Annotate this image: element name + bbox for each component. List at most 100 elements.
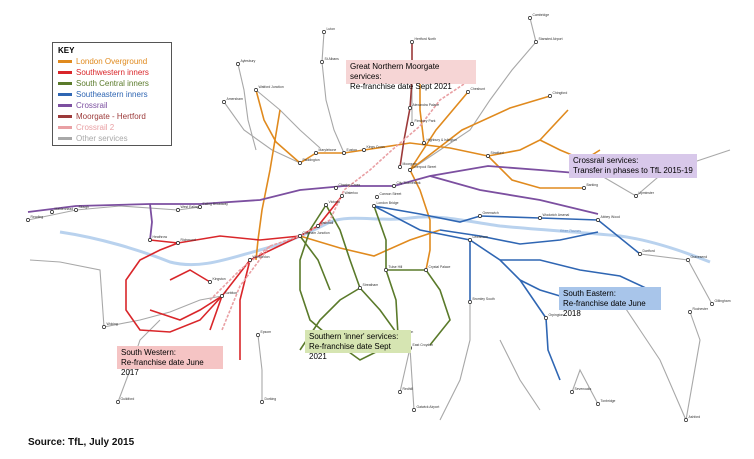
station-marker (320, 60, 324, 64)
station-label: St Albans (325, 57, 340, 61)
key-item: Crossrail 2 (58, 122, 166, 133)
station-label: Bromley South (473, 297, 495, 301)
southern-inner-callout-line2: Re-franchise date Sept 2021 (309, 342, 391, 361)
south-eastern-callout: South Eastern: Re-franchise date June 20… (559, 287, 661, 318)
station-marker (634, 194, 638, 198)
station-label: Gravesend (691, 255, 708, 259)
station-label: Streatham (363, 283, 379, 287)
south-eastern-callout-line2: Re-franchise date June 2018 (563, 299, 646, 318)
station-label: Aylesbury (241, 59, 256, 63)
station-label: Stratford (491, 151, 504, 155)
station-marker (74, 208, 78, 212)
station-marker (316, 224, 320, 228)
station-marker (256, 333, 260, 337)
station-marker (375, 195, 379, 199)
station-label: Wimbledon (253, 255, 270, 259)
station-label: Surbiton (225, 291, 238, 295)
station-marker (408, 106, 412, 110)
station-label: Marylebone (319, 148, 337, 152)
station-label: Luton (327, 27, 336, 31)
station-marker (468, 300, 472, 304)
station-label: Heathrow (153, 235, 168, 239)
key-item: Moorgate - Hertford (58, 111, 166, 122)
station-marker (236, 62, 240, 66)
key-label: Crossrail 2 (76, 122, 115, 132)
key-label: South Central inners (76, 78, 149, 88)
station-marker (384, 268, 388, 272)
station-label: Tulse Hill (389, 265, 403, 269)
station-label: Chingford (553, 91, 568, 95)
station-marker (176, 208, 180, 212)
station-marker (466, 90, 470, 94)
key-item: Crossrail (58, 100, 166, 111)
station-label: Amersham (227, 97, 244, 101)
source-credit: Source: TfL, July 2015 (28, 437, 135, 448)
key-swatch (58, 82, 72, 85)
station-marker (528, 16, 532, 20)
station-marker (686, 258, 690, 262)
station-label: Cheshunt (471, 87, 486, 91)
station-marker (362, 148, 366, 152)
station-label: Woolwich Arsenal (543, 213, 570, 217)
station-label: Upminster (639, 191, 655, 195)
station-marker (424, 268, 428, 272)
station-marker (314, 151, 318, 155)
station-label: Ashford (689, 415, 701, 419)
key-item: London Overground (58, 56, 166, 67)
station-label: City Thameslink (397, 181, 421, 185)
station-label: Paddington (303, 158, 320, 162)
station-label: Rochester (693, 307, 709, 311)
moorgate-hertford-line (399, 42, 413, 168)
station-label: Barking (587, 183, 599, 187)
station-label: Epsom (261, 330, 272, 334)
key-swatch (58, 104, 72, 107)
station-marker (260, 400, 264, 404)
great-northern-callout: Great Northern Moorgate services: Re-fra… (346, 60, 476, 91)
station-marker (534, 40, 538, 44)
station-marker (398, 390, 402, 394)
station-marker (372, 204, 376, 208)
station-label: Dartford (643, 249, 655, 253)
station-marker (340, 194, 344, 198)
station-marker (298, 161, 302, 165)
station-marker (422, 141, 426, 145)
station-label: Redhill (403, 387, 414, 391)
station-label: Orpington (549, 313, 564, 317)
station-label: Kings Cross (367, 145, 386, 149)
station-label: Victoria (329, 200, 340, 204)
station-marker (596, 402, 600, 406)
station-label: Watford Junction (259, 85, 284, 89)
south-western-callout: South Western: Re-franchise date June 20… (117, 346, 223, 377)
station-marker (102, 325, 106, 329)
key-swatch (58, 60, 72, 63)
station-marker (570, 390, 574, 394)
station-label: Euston (347, 148, 358, 152)
station-label: Gatwick Airport (417, 405, 440, 409)
station-marker (298, 234, 302, 238)
key-item: Other services (58, 133, 166, 144)
southwestern-lines (125, 195, 343, 360)
station-label: Sevenoaks (575, 387, 592, 391)
station-label: West Ealing (181, 205, 199, 209)
key-label: Other services (76, 133, 128, 143)
station-label: Dorking (265, 397, 277, 401)
station-label: Crystal Palace (429, 265, 451, 269)
station-marker (688, 310, 692, 314)
station-label: Maidenhead (55, 207, 74, 211)
station-marker (358, 286, 362, 290)
station-marker (638, 252, 642, 256)
south-western-callout-line2: Re-franchise date June 2017 (121, 358, 204, 377)
station-marker (410, 40, 414, 44)
station-label: Kingston (213, 277, 226, 281)
station-marker (322, 30, 326, 34)
station-label: Abbey Wood (601, 215, 620, 219)
station-label: Finsbury Park (415, 119, 436, 123)
station-marker (50, 210, 54, 214)
station-label: Tonbridge (601, 399, 616, 403)
crossrail-callout: Crossrail services: Transfer in phases t… (569, 154, 697, 178)
station-label: Ealing Broadway (203, 202, 229, 206)
station-marker (486, 154, 490, 158)
crossrail-callout-line1: Crossrail services: (573, 156, 639, 165)
station-label: Guildford (121, 397, 135, 401)
